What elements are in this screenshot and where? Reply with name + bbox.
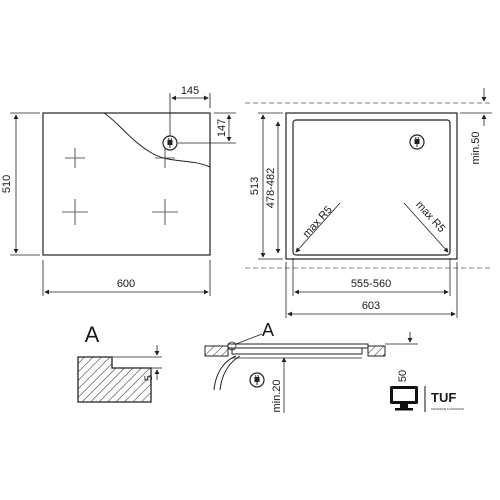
monitor-icon [390,386,418,411]
power-cable [213,355,237,391]
depth-inner-label: 478-482 [265,168,277,208]
detail-thickness-label: 5 [143,375,155,381]
hob-glass [227,343,369,349]
detail-a: A 5 [77,322,162,403]
plug-icon [409,134,425,150]
dimension-min50: min.50 [460,88,492,165]
dimension-478-482: 478-482 [265,121,281,254]
plug-icon [249,372,265,388]
logo-tagline: TECHNIQUE & FAVORISTE [431,407,464,411]
tuf-logo: TUF TECHNIQUE & FAVORISTE [390,386,464,412]
cooking-zones [62,148,178,225]
clearance-min20-label: min.20 [271,379,283,412]
dimension-600: 600 [42,260,211,296]
width-inner-label: 555-560 [351,278,391,290]
dimension-min20: min.20 [271,357,287,413]
plug-icon [162,135,178,151]
dimension-513: 513 [249,112,283,260]
hob-height-label: 510 [1,175,13,193]
plug-offset-x-label: 145 [181,85,199,97]
dimension-147: 147 [178,112,236,144]
cutout-view: max R5 max R5 513 478-482 min.50 555-560 [245,88,492,318]
plug-area-curve [103,112,211,168]
section-view: A min.20 50 [204,320,418,413]
hob-top-view: 600 510 145 147 [1,85,236,296]
height-50-label: 50 [397,370,409,382]
width-outer-label: 603 [362,300,380,312]
detail-a-title: A [85,322,100,347]
detail-a-section [77,356,152,403]
detail-a-marker: A [262,320,274,340]
dimension-555-560: 555-560 [292,258,451,296]
dimension-145: 145 [169,85,211,136]
worktop-left [204,345,229,357]
dimension-603: 603 [285,262,458,318]
logo-brand: TUF [431,390,456,405]
clearance-label: min.50 [470,131,482,164]
cutout-inner-outline [292,119,451,256]
depth-outer-label: 513 [249,177,261,195]
detail-a-marker-circle [227,341,237,351]
dimension-510: 510 [1,112,40,256]
hob-body [231,348,363,355]
hob-width-label: 600 [117,278,135,290]
hob-outline [42,112,211,256]
plug-offset-y-label: 147 [216,119,228,137]
worktop-right [367,345,386,357]
